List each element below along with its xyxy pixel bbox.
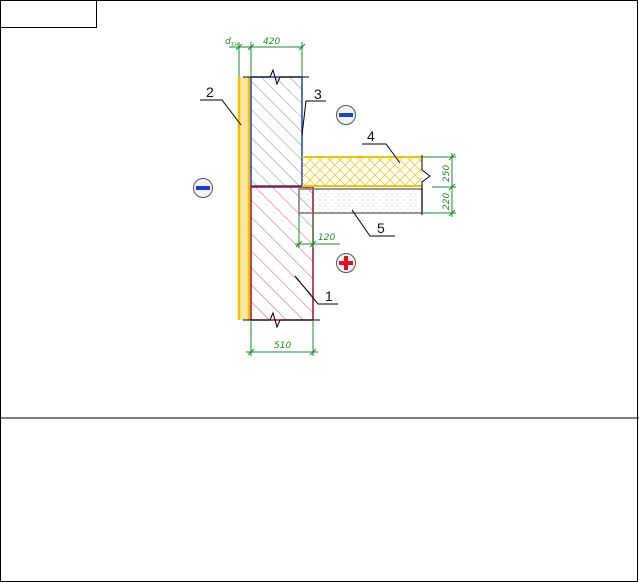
dimension-510-label: 510 <box>274 341 291 351</box>
callout-1: 1 <box>325 288 333 304</box>
callout-2: 2 <box>206 84 214 100</box>
dimension-420-label: 420 <box>263 37 280 47</box>
dimension-offset <box>295 213 340 248</box>
break-line-top <box>243 68 309 86</box>
callout-3: 3 <box>314 86 322 102</box>
callout-4: 4 <box>367 128 375 144</box>
break-line-slab <box>421 155 431 215</box>
plus-sign-icon <box>336 253 356 273</box>
slab-insulation <box>302 157 422 186</box>
outer-insulation-layer <box>239 77 249 320</box>
dimension-250-label: 250 <box>442 165 452 182</box>
callout-5: 5 <box>377 220 385 236</box>
minus-sign-icon <box>193 178 213 198</box>
dimension-bottom <box>246 320 318 356</box>
upper-wall <box>250 76 303 187</box>
dimension-220-label: 220 <box>442 193 452 210</box>
title-cell <box>0 0 97 28</box>
dimension-d-label: dтн <box>225 37 238 48</box>
minus-sign-icon <box>336 105 356 125</box>
callout-leaders <box>200 99 401 305</box>
dimension-120-label: 120 <box>318 233 335 243</box>
break-line-bottom <box>243 311 320 329</box>
dimension-right <box>422 153 456 217</box>
dimension-top <box>229 42 306 77</box>
floor-slab <box>298 188 423 214</box>
